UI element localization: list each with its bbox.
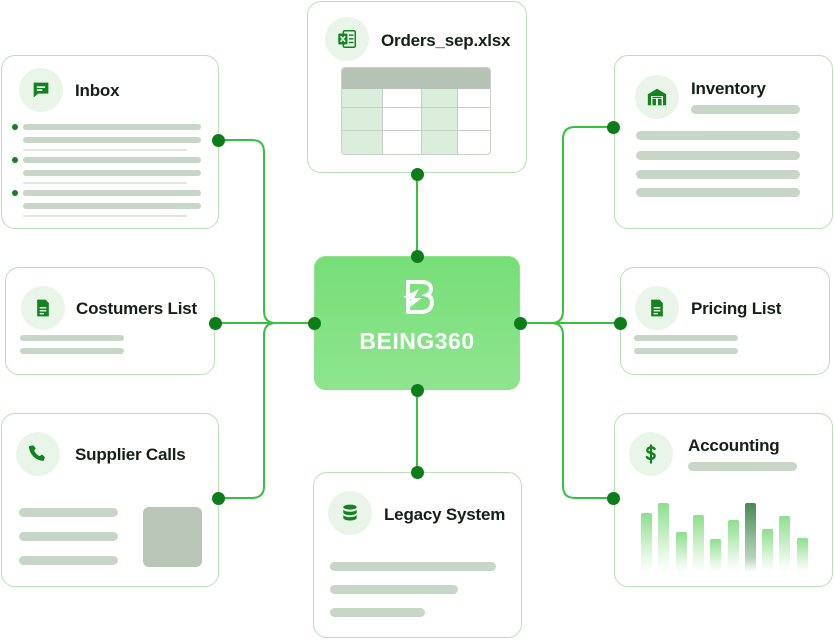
legacy-card[interactable]: Legacy System — [313, 472, 522, 638]
supplier-line — [19, 532, 118, 541]
accounting-bar — [675, 532, 687, 572]
node-inbox — [211, 133, 225, 147]
accounting-bar — [796, 538, 808, 572]
hub-label: BEING360 — [359, 328, 475, 354]
accounting-bar — [727, 520, 739, 572]
node-supplier — [211, 491, 225, 505]
node-orders — [410, 167, 424, 181]
wire-supplier — [218, 322, 277, 499]
inbox-divider — [23, 182, 187, 184]
accounting-icon-circle — [629, 432, 673, 476]
warehouse-icon — [647, 88, 667, 106]
accounting-subtitle-bar — [688, 462, 797, 471]
inventory-title: Inventory — [691, 79, 766, 98]
accounting-bar — [762, 529, 774, 572]
inventory-line — [636, 131, 800, 140]
supplier-line — [19, 556, 118, 565]
customers-line — [20, 335, 124, 341]
being360-hub[interactable]: BEING360 — [314, 256, 520, 390]
node-hub-right — [513, 316, 527, 330]
inbox-divider — [23, 215, 187, 217]
legacy-line — [330, 608, 425, 617]
pricing-icon-circle — [635, 286, 679, 330]
inbox-card[interactable]: Inbox — [1, 55, 219, 229]
inventory-subtitle-bar — [691, 105, 800, 114]
inventory-line — [636, 170, 800, 179]
pricing-title: Pricing List — [691, 299, 782, 318]
supplier-card[interactable]: Supplier Calls — [1, 413, 219, 587]
customers-line — [20, 348, 124, 354]
customers-icon-circle — [21, 286, 65, 330]
document-icon — [37, 299, 49, 317]
inbox-icon-circle — [19, 68, 63, 112]
inbox-unread-dot — [12, 157, 18, 163]
inbox-line — [23, 157, 201, 163]
legacy-icon-circle — [328, 491, 372, 535]
inbox-title: Inbox — [75, 81, 120, 100]
inbox-unread-dot — [12, 124, 18, 130]
supplier-line — [19, 508, 118, 517]
dollar-icon — [645, 444, 656, 464]
supplier-image-placeholder — [143, 507, 202, 567]
node-customers — [208, 316, 222, 330]
inbox-line — [23, 190, 201, 196]
inventory-card[interactable]: Inventory — [614, 55, 833, 229]
legacy-line — [330, 585, 458, 594]
accounting-bar — [658, 503, 670, 572]
supplier-title: Supplier Calls — [75, 445, 186, 464]
accounting-bar — [692, 515, 704, 572]
accounting-bar — [744, 503, 756, 572]
node-pricing — [613, 316, 627, 330]
node-legacy — [410, 465, 424, 479]
inbox-divider — [23, 149, 187, 151]
pricing-line — [634, 335, 738, 341]
inbox-line — [23, 137, 201, 143]
accounting-card[interactable]: Accounting — [614, 413, 833, 587]
document-icon — [651, 299, 663, 317]
inventory-line — [636, 188, 800, 197]
node-hub-bottom — [410, 383, 424, 397]
inventory-icon-circle — [635, 75, 679, 119]
wire-accounting — [550, 322, 613, 499]
orders-icon-circle — [325, 17, 369, 61]
accounting-title: Accounting — [688, 436, 780, 455]
supplier-icon-circle — [16, 432, 60, 476]
inbox-unread-dot — [12, 190, 18, 196]
customers-card[interactable]: Costumers List — [5, 267, 215, 375]
node-inventory — [606, 120, 620, 134]
inbox-line — [23, 124, 201, 130]
spreadsheet-shaded-column — [342, 89, 382, 154]
database-icon — [343, 504, 357, 521]
wire-inventory — [520, 126, 613, 324]
customers-title: Costumers List — [76, 299, 197, 318]
excel-file-icon — [338, 30, 356, 48]
orders-title: Orders_sep.xlsx — [381, 31, 511, 50]
node-hub-left — [307, 316, 321, 330]
inventory-line — [636, 151, 800, 160]
spreadsheet-shaded-column — [421, 89, 457, 154]
phone-icon — [28, 445, 45, 461]
node-accounting — [606, 491, 620, 505]
accounting-bar — [779, 516, 791, 572]
wire-inbox — [218, 139, 314, 324]
spreadsheet-preview — [341, 67, 491, 155]
pricing-line — [634, 348, 738, 354]
being360-b-logo — [403, 280, 435, 314]
accounting-bar — [710, 539, 722, 572]
accounting-bar — [641, 513, 652, 572]
legacy-title: Legacy System — [384, 505, 506, 524]
chat-bubble-icon — [33, 82, 49, 98]
node-hub-top — [410, 249, 424, 263]
spreadsheet-header-row — [342, 68, 490, 89]
inbox-line — [23, 170, 201, 176]
pricing-card[interactable]: Pricing List — [620, 267, 830, 375]
inbox-line — [23, 203, 201, 209]
legacy-line — [330, 562, 496, 571]
